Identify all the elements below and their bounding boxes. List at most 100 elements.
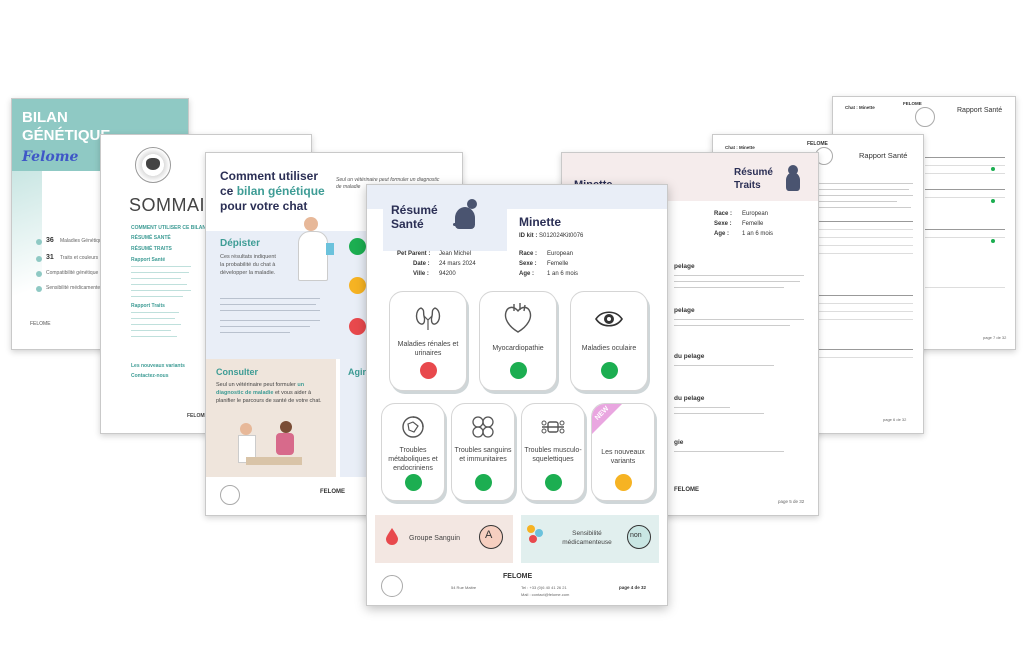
sante-race-value: European xyxy=(547,251,574,257)
groupe-sanguin-label: Groupe Sanguin xyxy=(409,535,460,542)
usage-italic-note: Seul un vétérinaire peut formuler un dia… xyxy=(336,177,440,190)
blood-cells-icon xyxy=(468,412,498,442)
usage-title-1: Comment utiliser xyxy=(220,169,319,183)
bilan-brand-script: Felome xyxy=(22,149,79,165)
traits-age-value: 1 an 6 mois xyxy=(742,231,774,237)
traits-sexe-label: Sexe : xyxy=(714,221,732,227)
rapport2-title: Rapport Santé xyxy=(957,107,1003,114)
sante-sexe-value: Femelle xyxy=(547,261,569,267)
traits-section-1: pelage xyxy=(674,263,695,270)
card-oculaire[interactable]: Maladies oculaire xyxy=(570,291,648,391)
status-dot-green xyxy=(510,362,527,379)
rapport1-footer-page: page 6 de 32 xyxy=(883,417,907,422)
eye-icon xyxy=(594,304,624,334)
consult-illustration xyxy=(236,417,306,469)
sante-parent-label: Pet Parent : xyxy=(397,251,431,257)
sante-footer-mail: Mail : contact@felome.com xyxy=(521,592,570,597)
metabolism-icon xyxy=(398,412,428,442)
traits-race-label: Race : xyxy=(714,211,733,217)
sommaire-item-6: Les nouveaux variants xyxy=(131,363,185,369)
usage-agir-title: Agir xyxy=(348,367,366,377)
usage-title-2: ce bilan génétique xyxy=(220,184,325,198)
sante-footer-page: page 4 de 32 xyxy=(619,585,647,590)
card-musculo[interactable]: Troubles musculo-squelettiques xyxy=(521,403,585,501)
sante-footer-brand: FELOME xyxy=(503,573,533,580)
bone-icon xyxy=(538,412,568,442)
sante-page: Résumé Santé Minette ID kit : S012024Kit… xyxy=(366,184,668,606)
status-dot-green xyxy=(601,362,618,379)
rapport2-footer-page: page 7 de 32 xyxy=(983,335,1007,340)
sante-date-value: 24 mars 2024 xyxy=(439,261,476,267)
bilan-title-1: BILAN xyxy=(22,109,68,126)
sante-footer-addr: 54 Rue Maitre xyxy=(451,585,477,590)
sensibilite-value: non xyxy=(630,532,642,539)
sommaire-item-4: Rapport Santé xyxy=(131,257,166,263)
sante-footer-logo xyxy=(381,575,403,597)
usage-consulter-title: Consulter xyxy=(216,367,259,377)
status-dot-green xyxy=(405,474,422,491)
sommaire-item-5: Rapport Traits xyxy=(131,303,165,309)
rapport1-title: Rapport Santé xyxy=(859,151,908,160)
rapport1-text-block xyxy=(817,183,913,273)
bilan-title-2: GÉNÉTIQUE xyxy=(22,127,111,144)
usage-consulter-text: Seul un vétérinaire peut formuler un dia… xyxy=(216,382,322,404)
cat-silhouette-icon xyxy=(784,165,804,193)
traits-footer-brand: FELOME xyxy=(674,487,699,493)
status-dot-green xyxy=(349,238,366,255)
sensibilite-label: Sensibilité médicamenteuse xyxy=(562,530,612,546)
card-renal[interactable]: Maladies rénales et urinaires xyxy=(389,291,467,391)
traits-section-4: du pelage xyxy=(674,395,705,402)
kidney-icon xyxy=(413,302,443,332)
rapport2-logo xyxy=(915,107,935,127)
card-musculo-label: Troubles musculo-squelettiques xyxy=(524,447,582,463)
card-myocardiopathie-label: Myocardiopathie xyxy=(492,345,544,352)
traits-section-3: du pelage xyxy=(674,353,705,360)
sante-title-1: Résumé xyxy=(391,203,438,217)
rapport1-table-2 xyxy=(817,295,913,375)
sante-age-label: Age : xyxy=(519,271,534,277)
cat-face-icon xyxy=(146,158,160,170)
status-dot-green xyxy=(545,474,562,491)
sante-parent-value: Jean Michel xyxy=(439,251,472,257)
groupe-sanguin-value-badge xyxy=(479,525,503,549)
status-dot-amber xyxy=(615,474,632,491)
card-sanguins[interactable]: Troubles sanguins et immunitaires xyxy=(451,403,515,501)
sante-title-tab xyxy=(383,195,507,251)
card-oculaire-label: Maladies oculaire xyxy=(581,345,637,352)
rapport1-chat: Chat : Minette xyxy=(725,145,755,150)
usage-footer-logo xyxy=(220,485,240,505)
traits-sexe-value: Femelle xyxy=(742,221,764,227)
vet-illustration xyxy=(286,213,336,303)
bilan-decor-left xyxy=(12,171,42,301)
card-metaboliques[interactable]: Troubles métaboliques et endocriniens xyxy=(381,403,445,501)
rapport2-brand: FELOME xyxy=(903,101,922,106)
sante-ville-label: Ville : xyxy=(413,271,429,277)
sante-date-label: Date : xyxy=(413,261,430,267)
rapport2-chat: Chat : Minette xyxy=(845,105,875,110)
sante-ville-value: 94200 xyxy=(439,271,456,277)
usage-footer-brand: FELOME xyxy=(320,489,345,495)
traits-section-5: gie xyxy=(674,439,684,446)
status-dot-amber xyxy=(349,277,366,294)
sensibilite-value-badge xyxy=(627,525,651,549)
sante-age-value: 1 an 6 mois xyxy=(547,271,579,277)
sante-title-2: Santé xyxy=(391,217,424,231)
card-metaboliques-label: Troubles métaboliques et endocriniens xyxy=(388,447,438,472)
card-nouveaux-variants[interactable]: NEW Les nouveaux variants xyxy=(591,403,655,501)
sommaire-footer-brand: FELOME xyxy=(187,413,208,419)
traits-footer-page: page 5 de 32 xyxy=(778,499,805,504)
sommaire-item-2: RÉSUMÉ SANTÉ xyxy=(131,235,171,241)
card-nouveaux-variants-label: Les nouveaux variants xyxy=(601,449,645,465)
heart-icon xyxy=(500,300,536,336)
status-dot-red xyxy=(420,362,437,379)
blood-drop-icon xyxy=(385,527,398,545)
card-myocardiopathie[interactable]: Myocardiopathie xyxy=(479,291,557,391)
usage-depister-text: Ces résultats indiquent la probabilité d… xyxy=(220,254,276,276)
status-dot-red xyxy=(349,318,366,335)
traits-age-label: Age : xyxy=(714,231,729,237)
traits-section-2: pelage xyxy=(674,307,695,314)
sante-footer-tel: Tel : +33 (0)6 40 41 26 21 xyxy=(521,585,567,590)
sommaire-item-7: Contactez-nous xyxy=(131,373,169,379)
traits-header-2: Traits xyxy=(734,180,761,191)
groupe-sanguin-value: A xyxy=(485,529,493,541)
